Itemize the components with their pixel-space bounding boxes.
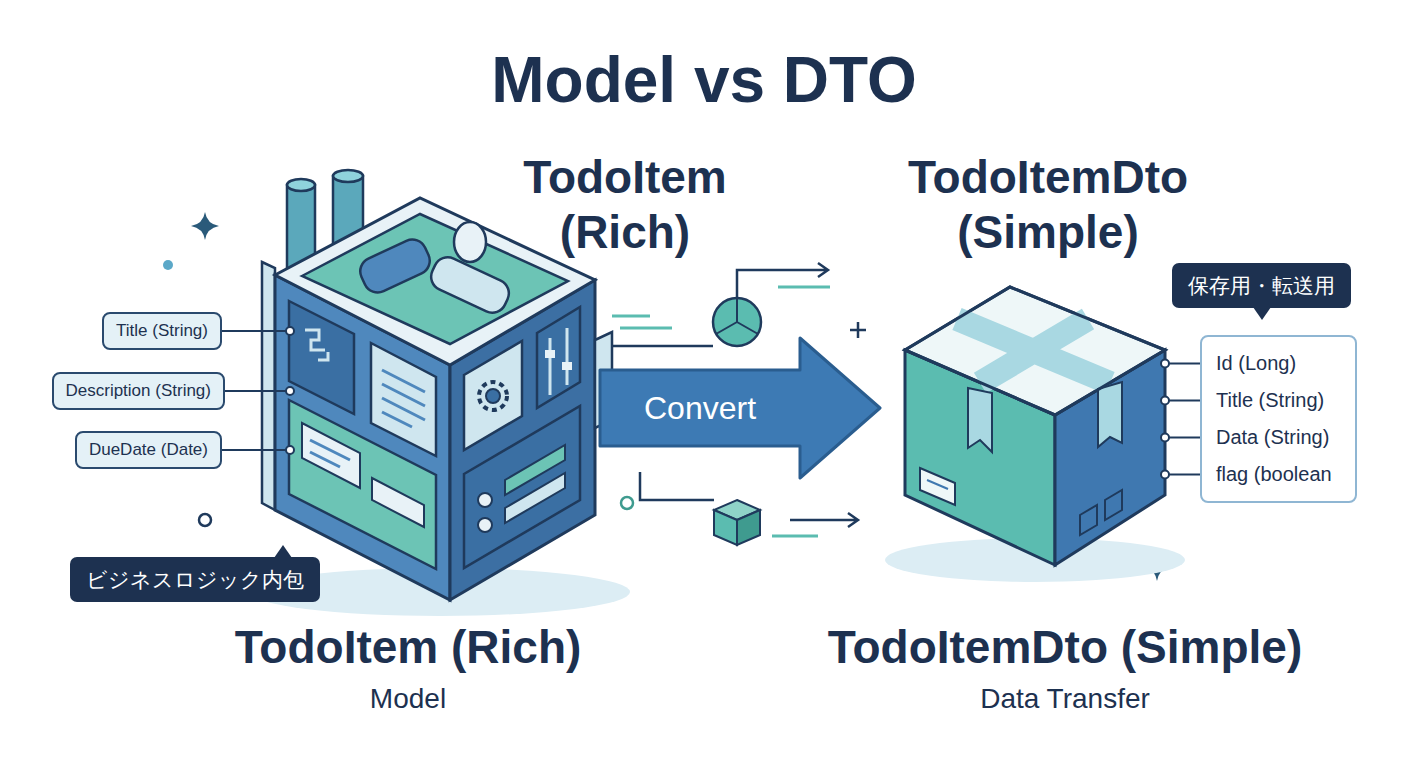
callout-text: 保存用・転送用: [1188, 272, 1335, 299]
field-tag: DueDate (Date): [75, 431, 222, 469]
heading-label: TodoItem (Rich): [500, 150, 750, 260]
machine-gauge: [454, 222, 486, 262]
box-tape: [968, 388, 992, 452]
slider-knob: [562, 362, 572, 370]
leader-line: [225, 390, 258, 392]
leader-dot: [286, 387, 294, 395]
machine-drum: [356, 235, 435, 297]
sparkle: [191, 212, 219, 240]
dot: [199, 514, 211, 526]
flow-line: [612, 345, 713, 348]
dto-package: TodoItemDto (Simple)Data Transfer: [880, 280, 1165, 720]
machine-panel: [289, 301, 354, 414]
model-machine: TodoItem (Rich)Model: [258, 165, 600, 720]
machine-opening: [302, 214, 568, 344]
slider-knob: [545, 350, 555, 358]
leader-dot: [1161, 360, 1169, 368]
cube-icon: [737, 510, 760, 545]
panel-lines: [382, 370, 425, 427]
caption-subtitle: Data Transfer: [980, 682, 1150, 716]
field-row: Data (String): [1216, 419, 1341, 456]
box-label-line: [927, 480, 948, 489]
field-row: Title (String): [1216, 382, 1341, 419]
diagram-title: Model vs DTO: [0, 42, 1408, 119]
machine-panel: [464, 406, 580, 568]
flow-arrow: [737, 263, 828, 298]
box-icon: [1080, 505, 1097, 535]
leader-line: [1165, 400, 1200, 402]
field-row: flag (boolean: [1216, 456, 1341, 493]
machine-panel: [537, 307, 580, 408]
panel-icon: [305, 330, 328, 360]
callout-box: 保存用・転送用: [1172, 263, 1351, 308]
leader-line: [1165, 437, 1200, 439]
pie-icon-lines: [716, 298, 758, 334]
field-tag: Description (String): [52, 372, 226, 410]
leader-dot: [1161, 434, 1169, 442]
field-text: Description (String): [66, 380, 212, 402]
leader-dot: [286, 446, 294, 454]
box-icon: [1105, 490, 1122, 520]
box-top-outline: [905, 287, 1165, 415]
callout-box: ビジネスロジック内包: [70, 557, 320, 602]
callout-tail: [274, 545, 292, 558]
dash-line: [772, 535, 818, 538]
dot: [621, 497, 633, 509]
pipe-top: [287, 179, 315, 191]
field-text: DueDate (Date): [89, 439, 208, 461]
callout-tail: [1253, 307, 1271, 320]
knob: [478, 518, 492, 532]
panel-button: [372, 478, 424, 527]
machine-panel: [289, 400, 436, 569]
field-tag: Title (String): [102, 312, 222, 350]
plus-mark: [850, 322, 866, 338]
panel-bar: [505, 473, 565, 523]
leader-line: [222, 449, 258, 451]
leader-dot: [1161, 397, 1169, 405]
model-caption: TodoItem (Rich): [235, 620, 582, 675]
callout-text: ビジネスロジック内包: [86, 566, 304, 593]
leader-line: [222, 330, 258, 332]
leader-line: [1165, 474, 1200, 476]
gear-icon: [486, 389, 500, 403]
leader-line: [1165, 363, 1200, 365]
gear-icon: [479, 382, 507, 410]
pie-icon: [713, 298, 761, 346]
panel-screen: [302, 423, 360, 488]
flow-arrow: [790, 513, 858, 527]
leader-dot: [1161, 471, 1169, 479]
leader-dot: [286, 327, 294, 335]
model-caption: TodoItemDto (Simple): [828, 620, 1302, 675]
dash-line: [778, 286, 830, 289]
heading-label: TodoItemDto (Simple): [883, 150, 1213, 260]
machine-panel: [371, 343, 436, 456]
caption-subtitle: Model: [370, 682, 446, 716]
field-row: Id (Long): [1216, 345, 1341, 382]
box-top-face: [905, 287, 1165, 415]
machine-panel: [464, 341, 522, 450]
edge-label: Convert: [644, 389, 756, 427]
box-label: [920, 468, 955, 505]
dash-line: [612, 316, 672, 328]
leader-line: [258, 331, 286, 450]
box-tape: [1098, 382, 1122, 447]
dot: [163, 260, 173, 270]
field-text: Title (String): [116, 320, 208, 342]
flow-line: [640, 472, 714, 500]
box-tape: [957, 319, 1110, 383]
convert-arrow: [600, 338, 880, 478]
field-list: Id (Long)Title (String)Data (String)flag…: [1200, 335, 1357, 503]
panel-lines: [310, 440, 350, 467]
side-plate: [262, 262, 275, 510]
cube-icon: [714, 510, 737, 545]
slider: [550, 328, 567, 395]
pipe-top: [333, 170, 363, 182]
knob: [478, 493, 492, 507]
